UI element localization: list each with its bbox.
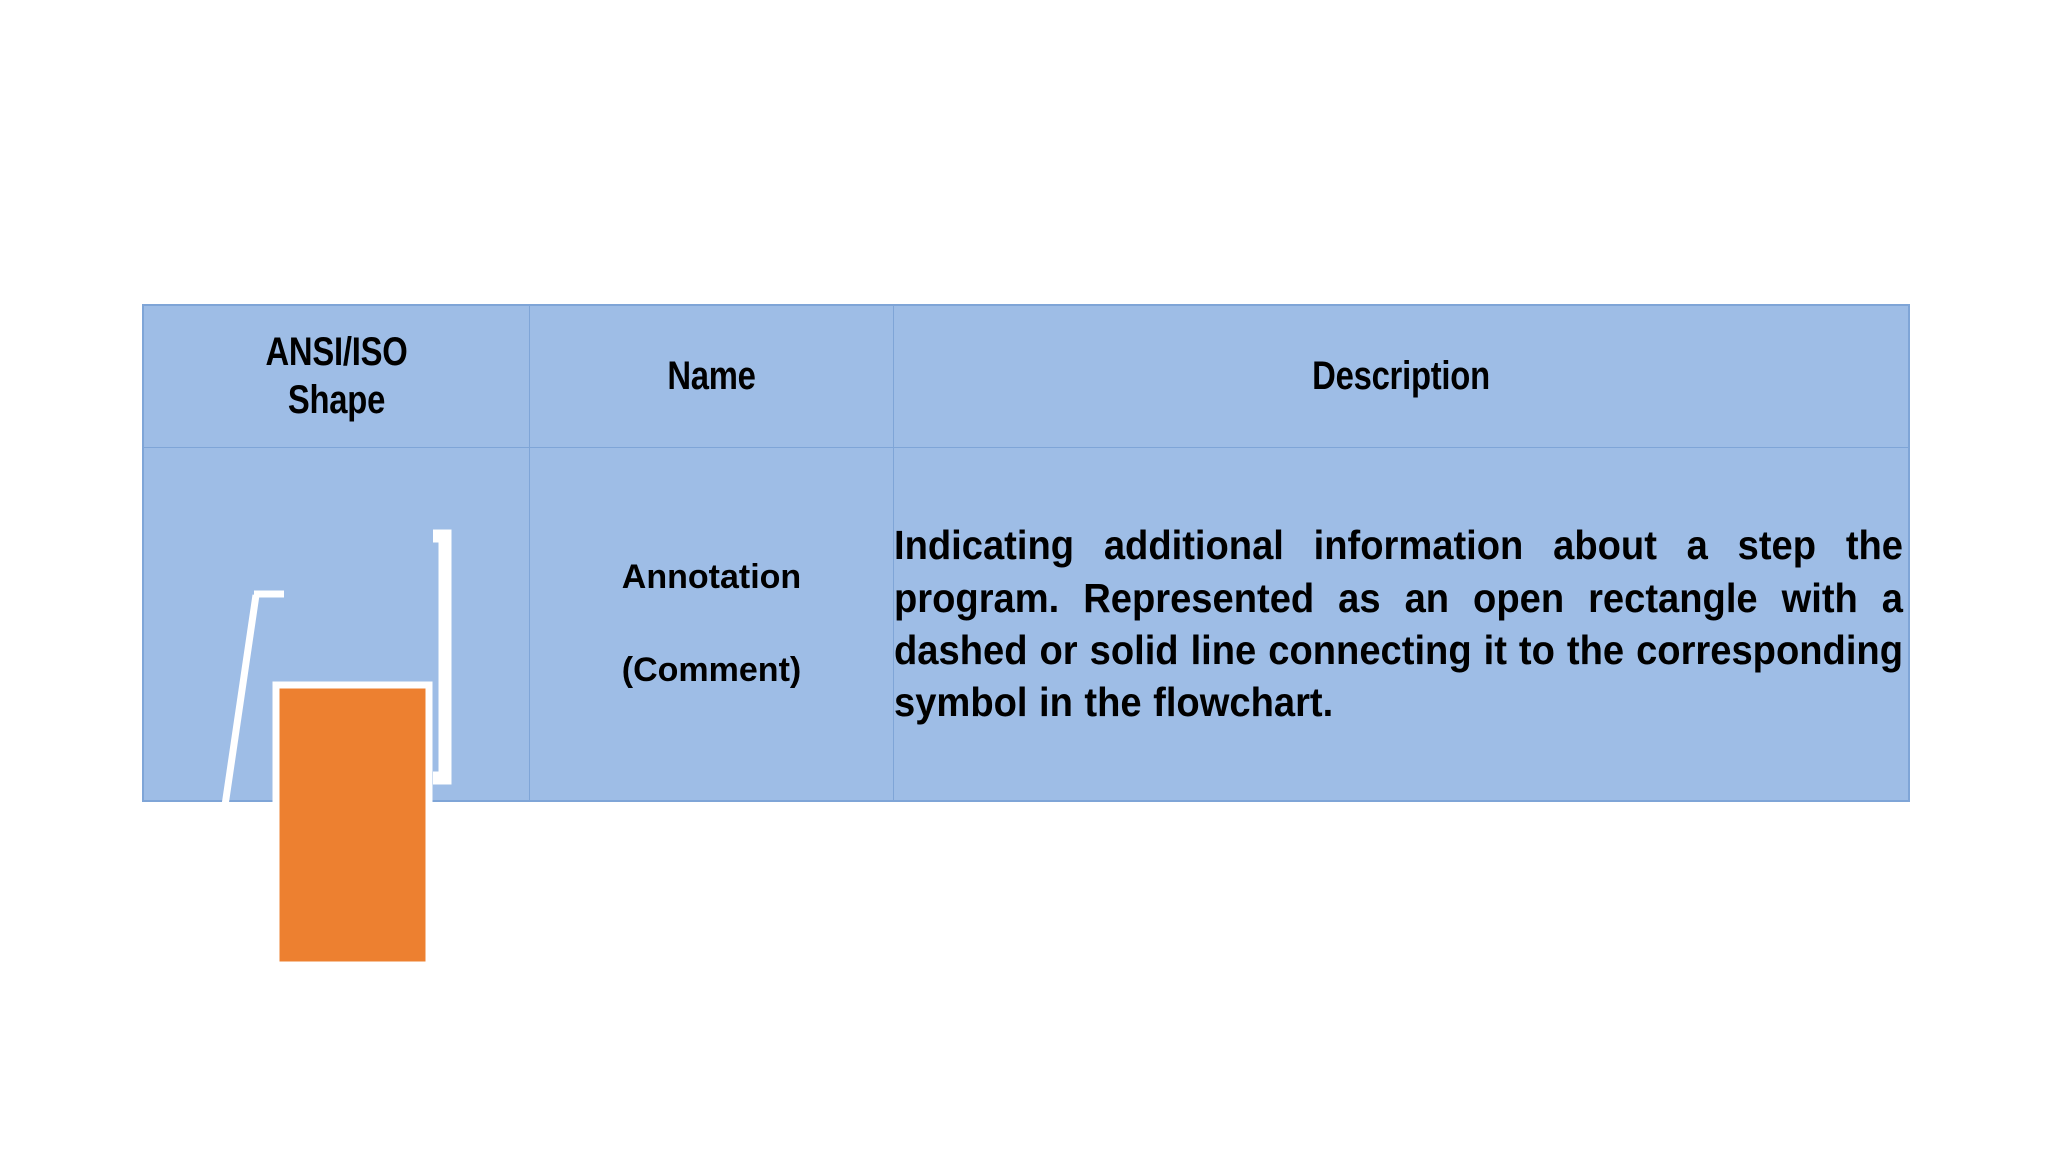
column-header-shape: ANSI/ISO Shape: [143, 305, 530, 448]
annotation-comment-shape-icon: [200, 529, 452, 969]
cell-annotation-shape: [143, 447, 530, 969]
annotation-name-secondary: (Comment): [621, 651, 802, 689]
shape-shadow: [281, 688, 431, 768]
cell-annotation-description: Indicating additional information about …: [893, 447, 1909, 801]
cell-annotation-name: Annotation (Comment): [529, 447, 894, 801]
name-spacer: [530, 596, 893, 652]
table-header-row: ANSI/ISO Shape Name Description: [143, 305, 1909, 448]
column-header-shape-label: ANSI/ISO Shape: [265, 330, 408, 422]
column-header-description: Description: [893, 305, 1909, 448]
annotation-bracket: [433, 529, 452, 785]
annotation-description-text: Indicating additional information about …: [894, 522, 1904, 726]
table-row: Annotation (Comment) Indicating addition…: [143, 447, 1909, 969]
column-header-name-label: Name: [667, 353, 756, 398]
connector-line: [200, 594, 260, 949]
flowchart-symbol-table: ANSI/ISO Shape Name Description: [143, 305, 1909, 969]
column-header-description-label: Description: [1312, 353, 1490, 398]
annotation-block: [272, 681, 433, 969]
annotation-name-primary: Annotation: [621, 557, 802, 596]
column-header-name: Name: [529, 305, 894, 448]
